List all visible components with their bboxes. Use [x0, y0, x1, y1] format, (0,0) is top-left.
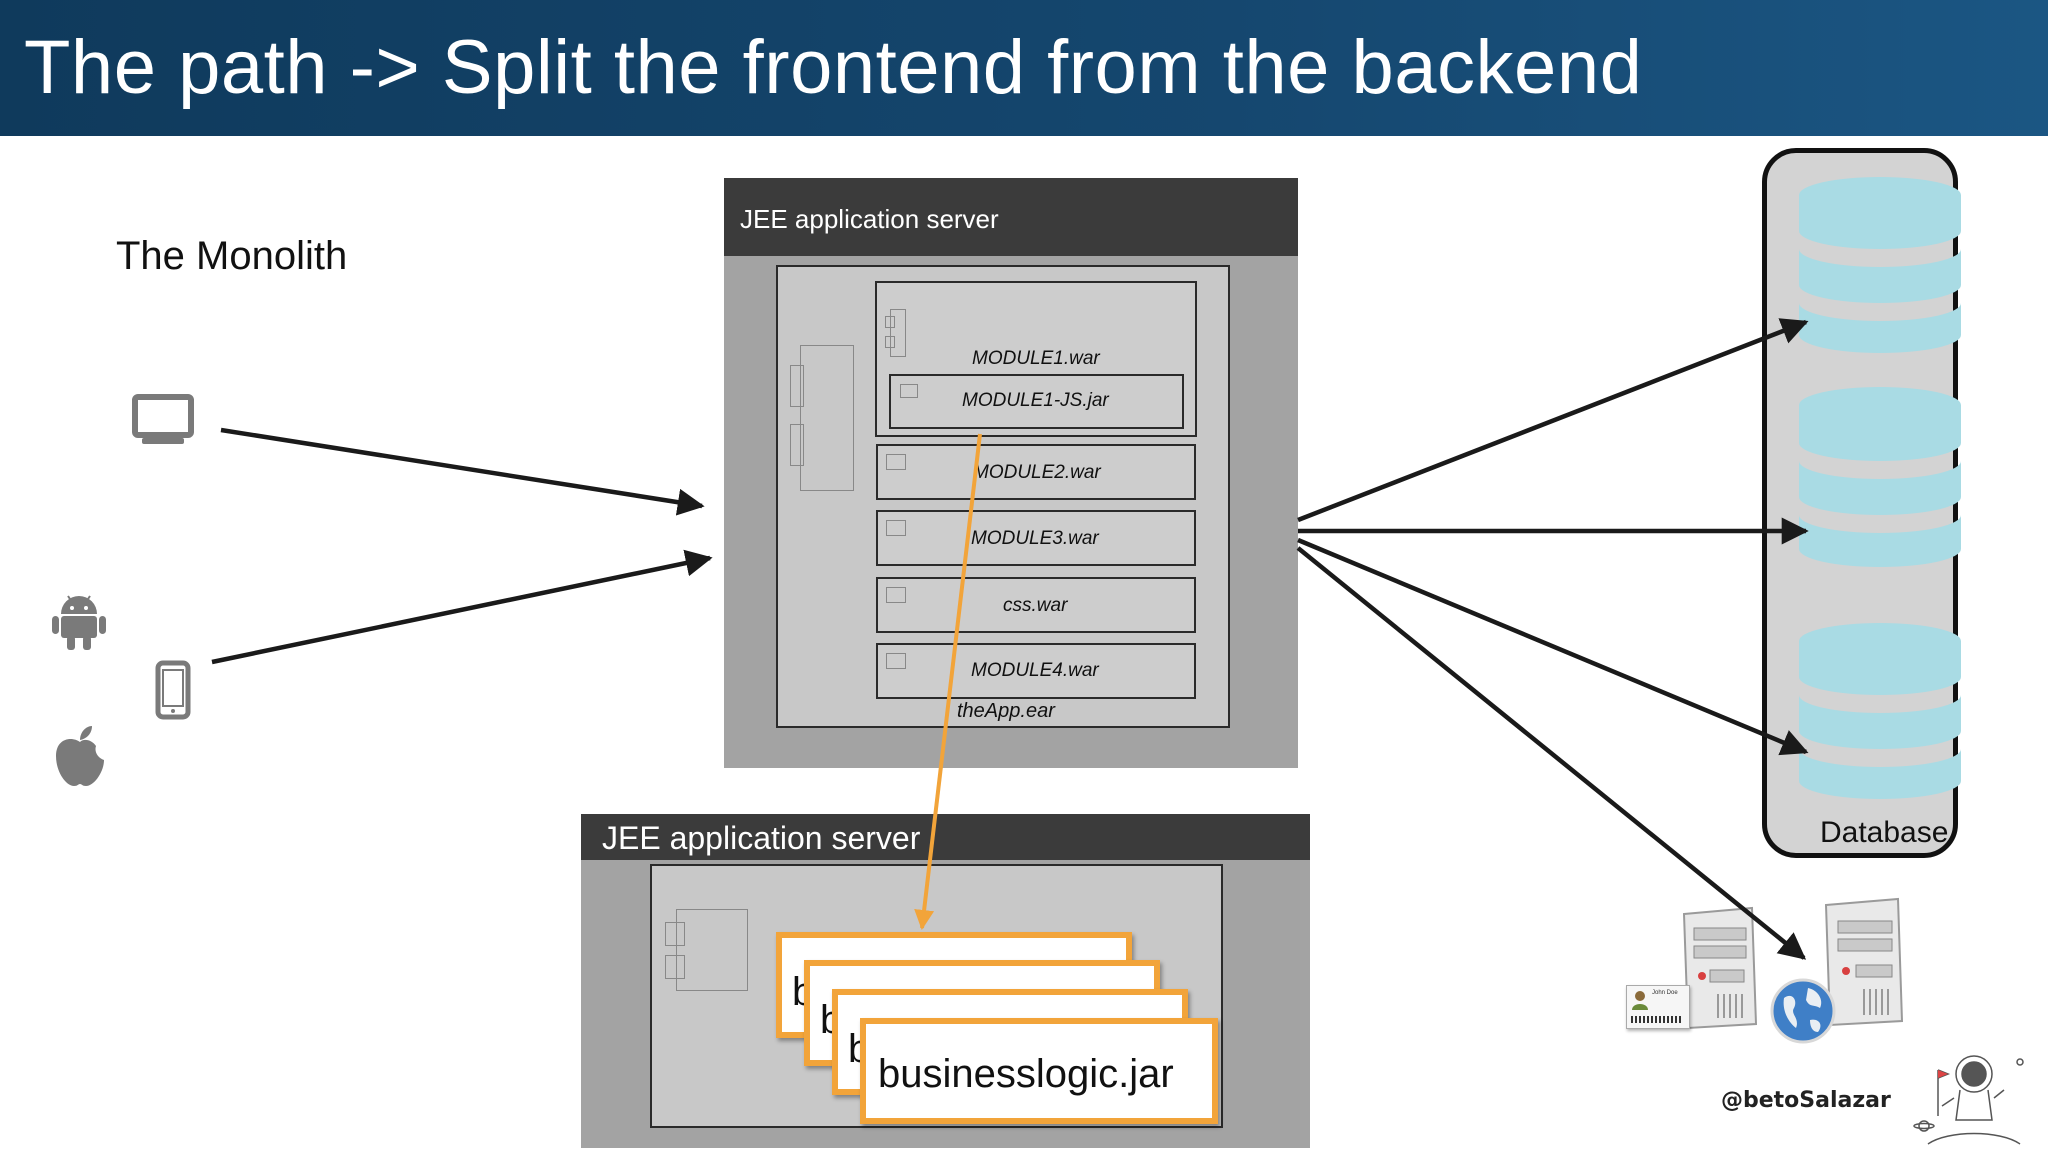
author-handle: @betoSalazar [1721, 1088, 1891, 1113]
monolith-label: The Monolith [116, 234, 348, 278]
server-header: JEE application server [724, 178, 1298, 256]
ear-component-icon [800, 345, 854, 491]
server-title-backend: JEE application server [602, 820, 921, 856]
module1-war-icon-tab [885, 336, 895, 348]
arrow-desktop-to-server [220, 427, 705, 516]
module4-war [876, 643, 1196, 699]
astronaut-mascot-icon [1913, 1055, 2024, 1145]
module1-war-icon-tab [885, 316, 895, 328]
database-icon [1799, 177, 1961, 799]
android-icon [52, 595, 106, 650]
module2-war-icon [886, 454, 906, 470]
module3-war-label: MODULE3.war [971, 528, 1099, 549]
css-war-label: css.war [1003, 595, 1068, 616]
backend-component-tab [665, 955, 685, 979]
module4-war-icon [886, 653, 906, 669]
businesslogic-jar-label: businesslogic.jar [878, 1052, 1174, 1096]
module2-war-label: MODULE2.war [973, 462, 1101, 483]
module3-war-icon [886, 520, 906, 536]
slide-title: The path -> Split the frontend from the … [24, 25, 1643, 110]
ear-component-tab [790, 365, 804, 407]
phone-icon [155, 660, 191, 720]
arrow-server-to-db-bottom [1297, 537, 1809, 756]
css-war [876, 577, 1196, 633]
title-bar: The path -> Split the frontend from the … [0, 0, 2048, 136]
arrow-server-to-web-server [1296, 546, 1807, 960]
globe-icon [1770, 978, 1836, 1044]
module1-js-jar [889, 374, 1184, 429]
arrow-server-to-db-top [1297, 318, 1809, 523]
module2-war [876, 444, 1196, 500]
server-rack-icon [1824, 897, 1904, 1027]
module1-war-label: MODULE1.war [972, 348, 1100, 369]
module3-war [876, 510, 1196, 566]
backend-component-icon [676, 909, 748, 991]
server-header-backend: JEE application server [581, 814, 1310, 860]
module1-js-jar-icon [900, 384, 918, 398]
server-title: JEE application server [740, 204, 999, 234]
arrow-mobile-to-server [211, 549, 713, 665]
backend-component-tab [665, 922, 685, 946]
server-rack-icon [1682, 906, 1758, 1030]
module1-js-jar-label: MODULE1-JS.jar [962, 390, 1109, 411]
css-war-icon [886, 587, 906, 603]
database-label: Database [1820, 816, 1949, 849]
desktop-icon [132, 394, 194, 444]
module1-war-icon [890, 309, 906, 357]
module4-war-label: MODULE4.war [971, 660, 1099, 681]
id-photo-icon [1632, 991, 1648, 1010]
id-name: John Doe [1652, 990, 1678, 996]
id-barcode [1631, 1016, 1683, 1023]
ear-label: theApp.ear [957, 700, 1055, 722]
ear-component-tab [790, 424, 804, 466]
arrow-js-to-businesslogic [914, 433, 982, 930]
apple-icon [56, 726, 104, 786]
businesslogic-jar-card: businesslogic.jar [860, 1018, 1218, 1124]
id-card-icon: John Doe [1626, 985, 1690, 1029]
